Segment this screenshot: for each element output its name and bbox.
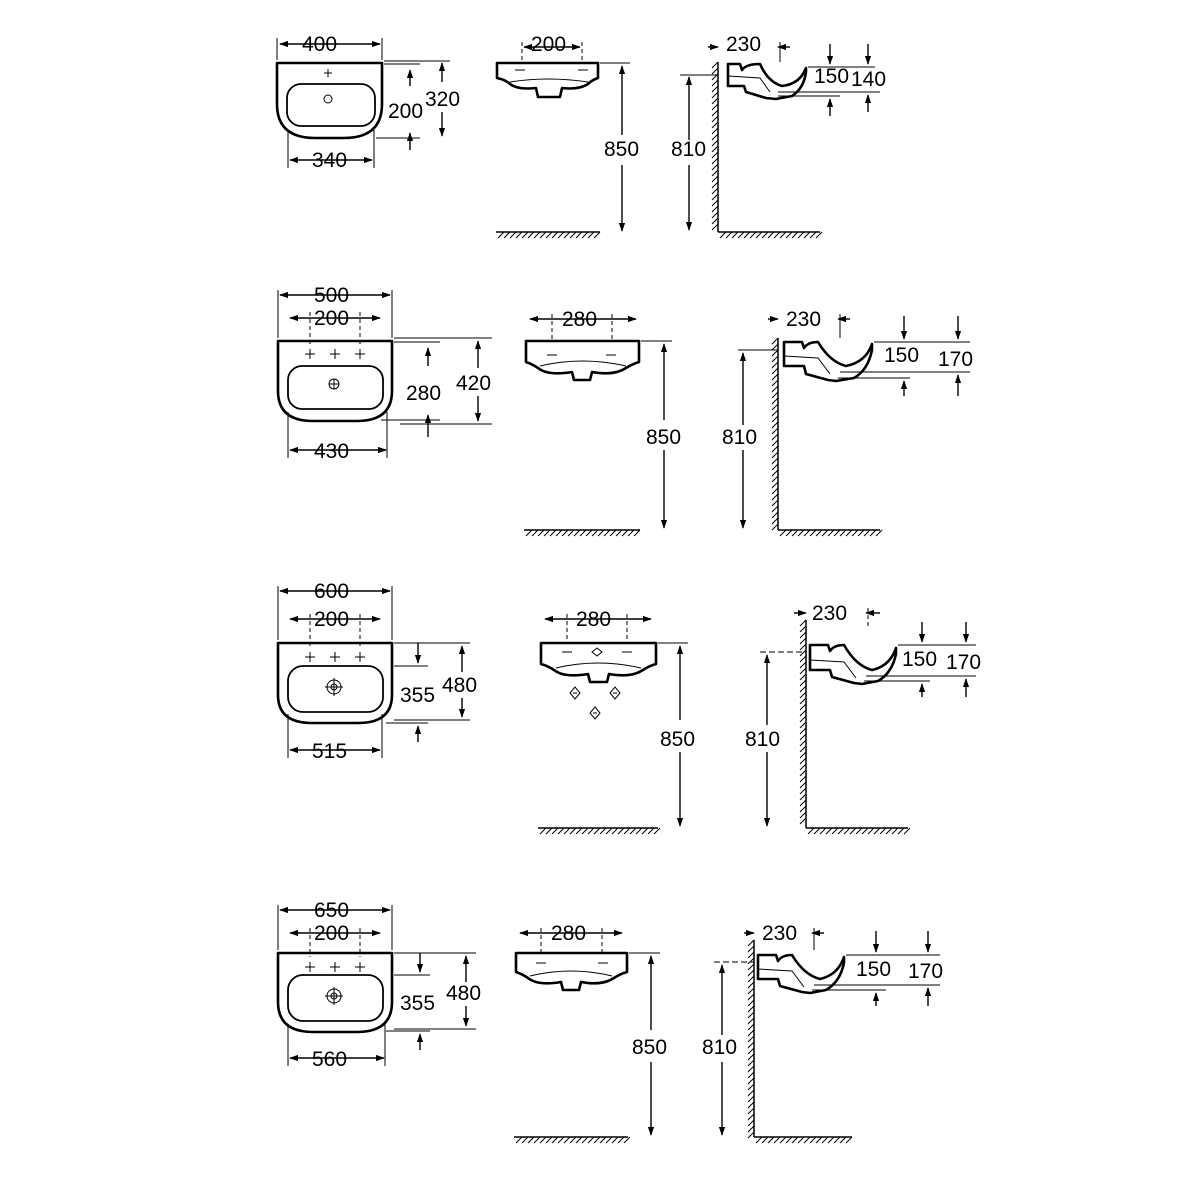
front-view-400: 200 850 [495, 33, 639, 239]
dim-side-height: 810 [671, 138, 706, 161]
dim-wall-offset: 230 [812, 602, 847, 625]
dim-inner-width: 340 [312, 149, 347, 172]
dim-tap-spacing: 280 [576, 608, 611, 631]
dim-wall-offset: 230 [786, 308, 821, 331]
dim-height: 850 [632, 1036, 667, 1059]
floor-hatch [539, 827, 661, 835]
dim-wall-offset: 230 [762, 922, 797, 945]
side-view-650: 230 810 150 170 [702, 922, 943, 1144]
front-view-600: 280 850 [538, 608, 695, 835]
dim-wall-offset: 230 [726, 33, 761, 56]
dim-bowl-depth: 150 [902, 648, 937, 671]
side-view-500: 230 810 150 170 [722, 308, 973, 537]
wall-hatch [771, 337, 779, 531]
dim-height: 850 [604, 138, 639, 161]
dim-inner-width: 430 [314, 440, 349, 463]
floor-hatch [515, 1136, 631, 1144]
tap-hole-markers [305, 349, 365, 359]
side-view-400: 230 810 150 140 [671, 33, 886, 239]
dim-bowl-depth: 150 [856, 958, 891, 981]
dim-tap-spacing: 280 [551, 922, 586, 945]
dim-height: 850 [660, 728, 695, 751]
row-2: 500 200 430 280 420 [276, 284, 973, 537]
floor-hatch [779, 529, 883, 537]
dim-width: 600 [314, 580, 349, 603]
dim-tap-spacing: 200 [531, 33, 566, 56]
floor-hatch [807, 827, 911, 835]
tap-hole-marker [324, 69, 332, 77]
dim-basin-depth: 200 [388, 100, 423, 123]
floor-hatch [525, 529, 641, 537]
front-view-500: 280 850 [524, 308, 681, 537]
dim-rim-depth: 170 [908, 960, 943, 983]
dim-center-width: 200 [314, 922, 349, 945]
top-view-500: 500 200 430 280 420 [276, 284, 492, 463]
dim-width: 650 [314, 899, 349, 922]
dim-center-width: 200 [314, 307, 349, 330]
floor-hatch [719, 231, 823, 239]
top-view-400: 400 340 200 320 [275, 33, 460, 172]
dim-inner-width: 515 [312, 740, 347, 763]
dim-center-width: 200 [314, 608, 349, 631]
dim-basin-depth: 355 [400, 992, 435, 1015]
dim-side-height: 810 [702, 1036, 737, 1059]
wall-hatch [747, 939, 755, 1139]
dim-side-height: 810 [745, 728, 780, 751]
wall-hatch [711, 61, 719, 231]
dim-width: 500 [314, 284, 349, 307]
tap-hole-markers [305, 652, 365, 662]
dim-rim-depth: 140 [851, 68, 886, 91]
side-view-600: 230 810 150 170 [745, 602, 981, 835]
front-view-650: 280 850 [514, 922, 667, 1144]
dim-total-depth: 480 [446, 982, 481, 1005]
floor-hatch [497, 231, 601, 239]
dim-total-depth: 320 [425, 88, 460, 111]
dim-tap-spacing: 280 [562, 308, 597, 331]
dim-height: 850 [646, 426, 681, 449]
dim-basin-depth: 280 [406, 382, 441, 405]
dim-basin-depth: 355 [400, 684, 435, 707]
dim-total-depth: 420 [456, 372, 491, 395]
tap-hole-markers [305, 962, 365, 972]
dim-bowl-depth: 150 [884, 344, 919, 367]
dim-side-height: 810 [722, 426, 757, 449]
row-3: 600 200 515 355 480 [276, 580, 981, 835]
dim-total-depth: 480 [442, 674, 477, 697]
dim-rim-depth: 170 [938, 348, 973, 371]
dim-inner-width: 560 [312, 1048, 347, 1071]
dim-bowl-depth: 150 [814, 65, 849, 88]
row-4: 650 200 560 355 480 [276, 899, 943, 1144]
floor-hatch [755, 1136, 853, 1144]
top-view-600: 600 200 515 355 480 [276, 580, 477, 763]
row-1: 400 340 200 320 200 85 [275, 33, 886, 239]
top-view-650: 650 200 560 355 480 [276, 899, 481, 1071]
dim-rim-depth: 170 [946, 651, 981, 674]
dim-width: 400 [302, 33, 337, 56]
wall-hatch [799, 619, 807, 825]
overflow-diamonds [569, 686, 621, 720]
